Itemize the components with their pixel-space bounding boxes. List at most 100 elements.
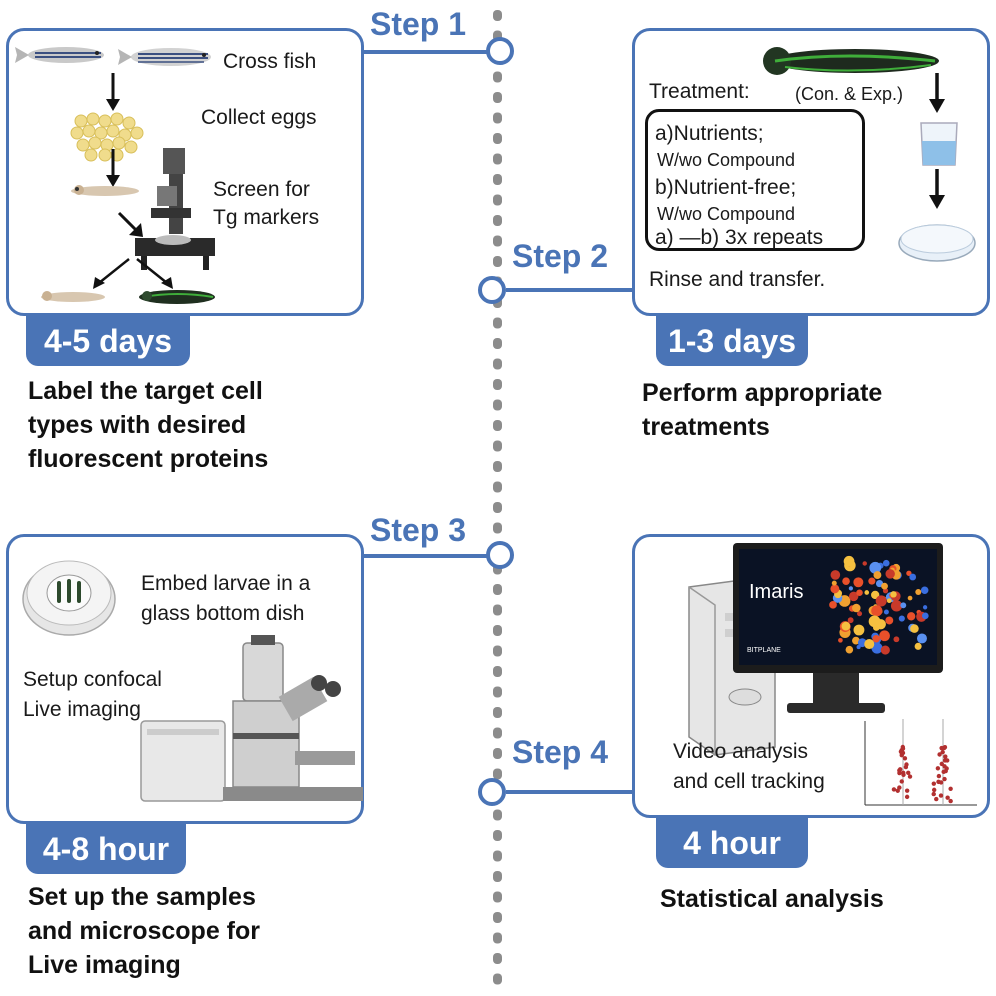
egg — [84, 148, 98, 162]
scatter-point — [942, 758, 948, 763]
timeline-dot — [493, 932, 502, 944]
step-1-description-line: types with desired — [28, 411, 247, 439]
beaker-icon — [920, 122, 958, 166]
scatter-point — [931, 787, 937, 793]
imaris-cell-blob — [848, 591, 859, 602]
scatter-point — [935, 766, 941, 771]
treatment-label: Treatment: — [649, 80, 750, 103]
imaris-cell-blob — [907, 612, 916, 621]
imaris-cell-blob — [856, 589, 863, 597]
step-1-card: Cross fish Collect eggs Screen for Tg ma… — [6, 28, 364, 316]
imaris-cell-blob — [872, 634, 880, 643]
step-4-label: Step 4 — [512, 734, 609, 770]
imaris-cell-blob — [830, 570, 841, 580]
timeline-dot — [493, 399, 502, 411]
timeline-dot — [493, 830, 502, 841]
imaris-cell-blob — [916, 633, 927, 644]
timeline-dot — [493, 481, 502, 493]
imaris-cell-blob — [893, 636, 900, 643]
step-2-description: Perform appropriate treatments — [642, 376, 882, 444]
step-1-node — [486, 37, 514, 65]
scatter-point — [891, 787, 897, 792]
step-4-connector — [506, 790, 634, 794]
imaris-cell-blob — [857, 611, 863, 617]
zebrafish-pair-icon — [15, 47, 211, 66]
scatter-point — [904, 794, 910, 800]
step-2-card: Treatment: (Con. & Exp.) a)Nutrients; W/… — [632, 28, 990, 316]
egg — [130, 126, 144, 140]
egg — [82, 124, 96, 138]
imaris-cell-blob — [920, 586, 929, 594]
step-2-description-line: treatments — [642, 413, 770, 441]
imaris-cell-blob — [830, 584, 840, 594]
sorted-larvae-icon — [41, 290, 215, 304]
step-1-label: Step 1 — [370, 6, 467, 42]
scatter-point — [899, 779, 904, 784]
imaris-cell-blob — [853, 577, 864, 588]
step-1-description-line: Label the target cell — [28, 377, 263, 405]
timeline-dot — [493, 809, 502, 821]
timeline-dot — [493, 502, 502, 513]
timeline-dot — [493, 912, 502, 923]
petri-dish-icon — [898, 224, 976, 262]
arrow-down-icon — [929, 169, 945, 209]
step-4-description-line: Statistical analysis — [660, 885, 884, 913]
scatter-point — [937, 752, 942, 757]
timeline-dot — [493, 645, 502, 657]
imaris-cell-blob — [848, 586, 854, 591]
egg — [70, 126, 84, 140]
timeline-dot — [493, 871, 502, 882]
imaris-cell-blob — [868, 615, 881, 628]
step-3-card: Embed larvae in a glass bottom dish Setu… — [6, 534, 364, 824]
cross-fish-text: Cross fish — [223, 50, 317, 73]
imaris-cell-blob — [890, 591, 897, 598]
imaris-cell-blob — [845, 645, 854, 654]
egg — [112, 136, 126, 150]
imaris-cell-blob — [843, 555, 855, 567]
timeline-dot — [493, 707, 502, 718]
step-1-description-line: fluorescent proteins — [28, 445, 269, 473]
imaris-cell-blob — [868, 577, 876, 585]
step-2-description-line: Perform appropriate — [642, 379, 883, 407]
scatter-point — [934, 796, 939, 802]
timeline-dot — [493, 625, 502, 636]
scatter-point — [942, 764, 947, 769]
imaris-cell-blob — [915, 589, 922, 595]
repeats-text: a) —b) 3x repeats — [655, 226, 824, 249]
scatter-point — [900, 750, 905, 755]
imaris-cell-blob — [875, 595, 887, 607]
step-3-description-line: and microscope for — [28, 917, 260, 945]
tg-markers-text: Tg markers — [213, 206, 320, 229]
split-arrows-icon — [93, 258, 173, 289]
screen-for-text: Screen for — [213, 178, 310, 201]
timeline-dot — [493, 420, 502, 431]
imaris-cell-blob — [853, 624, 865, 636]
imaris-cell-blob — [864, 590, 870, 595]
step-4-description: Statistical analysis — [660, 882, 884, 916]
imaris-title: Imaris — [749, 581, 804, 603]
step-4-duration-tab: 4 hour — [656, 818, 808, 868]
egg — [88, 136, 102, 150]
scatter-point — [939, 745, 944, 751]
imaris-cell-blob — [841, 621, 851, 631]
scatter-point — [902, 756, 908, 761]
scatter-point — [936, 773, 942, 779]
timeline-dot — [493, 891, 502, 903]
timeline-dot — [493, 850, 502, 862]
timeline-dot — [493, 768, 502, 780]
imaris-cell-blob — [882, 559, 890, 567]
imaris-cell-blob — [885, 616, 894, 625]
timeline-dot — [493, 440, 502, 452]
scatter-point — [938, 780, 944, 785]
step-2-node — [478, 276, 506, 304]
egg — [74, 114, 88, 128]
imaris-cell-blob — [829, 601, 837, 609]
live-imaging-text: Live imaging — [23, 698, 141, 721]
egg — [98, 114, 112, 128]
rinse-text: Rinse and transfer. — [649, 268, 826, 291]
timeline-dot — [493, 461, 502, 472]
step-3-description-line: Live imaging — [28, 951, 181, 979]
step-2-label: Step 2 — [512, 238, 609, 274]
treatment-note: (Con. & Exp.) — [795, 84, 904, 104]
treatment-options-box — [645, 109, 865, 251]
